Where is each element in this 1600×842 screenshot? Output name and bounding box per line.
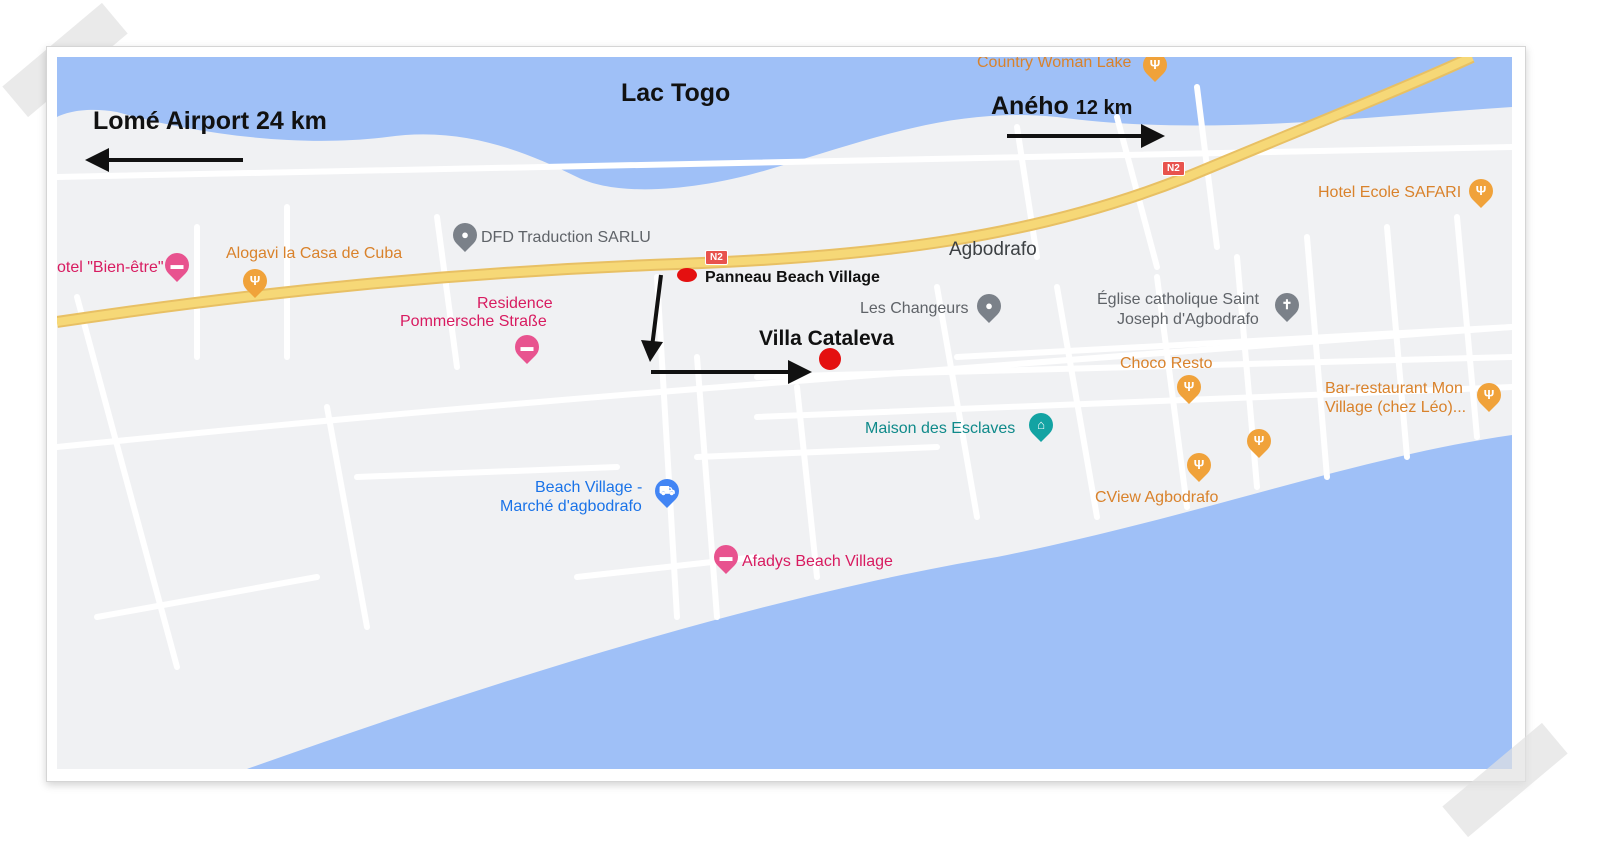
location-pin-icon: ● [972, 289, 1006, 323]
lake-label: Lac Togo [621, 79, 731, 107]
airport-label: Lomé Airport 24 km [93, 107, 327, 136]
location-pin-icon: ● [448, 218, 482, 252]
poi-cview[interactable]: CView Agbodrafo [1095, 489, 1219, 506]
food-icon: Ψ [1182, 448, 1216, 482]
bed-icon: ▬ [160, 248, 194, 282]
food-icon: Ψ [1172, 370, 1206, 404]
poi-bar-line1[interactable]: Bar-restaurant Mon [1325, 380, 1463, 397]
poi-residence-line1[interactable]: Residence [477, 295, 553, 312]
poi-eglise-line1[interactable]: Église catholique Saint [1097, 291, 1259, 308]
poi-dfd[interactable]: DFD Traduction SARLU [481, 229, 651, 246]
aneho-label-name: Aného [991, 92, 1069, 120]
museum-icon: ⌂ [1024, 408, 1058, 442]
cross-icon: ✝ [1270, 288, 1304, 322]
food-icon: Ψ [1472, 378, 1506, 412]
panneau-marker[interactable] [677, 268, 697, 282]
map-graphics [57, 57, 1512, 769]
villa-label: Villa Cataleva [759, 327, 895, 350]
poi-changeurs[interactable]: Les Changeurs [860, 300, 969, 317]
food-icon: Ψ [1242, 424, 1276, 458]
aneho-label: Aného 12 km [991, 92, 1132, 121]
poi-alogavi[interactable]: Alogavi la Casa de Cuba [226, 245, 403, 262]
poi-eglise-line2[interactable]: Joseph d'Agbodrafo [1117, 311, 1259, 328]
poi-bien-etre[interactable]: otel "Bien-être" [57, 259, 164, 276]
road-shield-n2-west: N2 [705, 250, 728, 265]
road-shield-n2-east: N2 [1162, 161, 1185, 176]
map-canvas[interactable]: N2 N2 Lac Togo Lomé Airport 24 km Aného … [57, 57, 1512, 769]
airport-label-km: 24 km [255, 107, 327, 135]
panneau-label: Panneau Beach Village [705, 269, 880, 286]
poi-hotel-safari[interactable]: Hotel Ecole SAFARI [1318, 184, 1462, 201]
poi-beach-market-line2[interactable]: Marché d'agbodrafo [500, 498, 642, 515]
sea-water [247, 435, 1512, 769]
poi-beach-market-line1[interactable]: Beach Village - [535, 479, 643, 496]
poi-bar-line2[interactable]: Village (chez Léo)... [1325, 399, 1467, 416]
bed-icon: ▬ [709, 540, 743, 574]
lake-water [57, 57, 1512, 190]
airport-label-name: Lomé Airport [93, 107, 250, 135]
food-icon: Ψ [1464, 174, 1498, 208]
poi-country-woman[interactable]: Country Woman Lake [977, 57, 1132, 71]
poi-afadys[interactable]: Afadys Beach Village [742, 553, 893, 570]
poi-residence-line2[interactable]: Pommersche Straße [400, 313, 547, 330]
bed-icon: ▬ [510, 330, 544, 364]
aneho-label-km: 12 km [1075, 97, 1133, 119]
town-label: Agbodrafo [949, 239, 1037, 260]
villa-marker[interactable] [819, 348, 841, 370]
direction-arrows [85, 124, 1165, 384]
food-icon: Ψ [238, 264, 272, 298]
poi-choco[interactable]: Choco Resto [1120, 355, 1213, 372]
poi-esclaves[interactable]: Maison des Esclaves [865, 420, 1016, 437]
cart-icon: ⛟ [650, 474, 684, 508]
